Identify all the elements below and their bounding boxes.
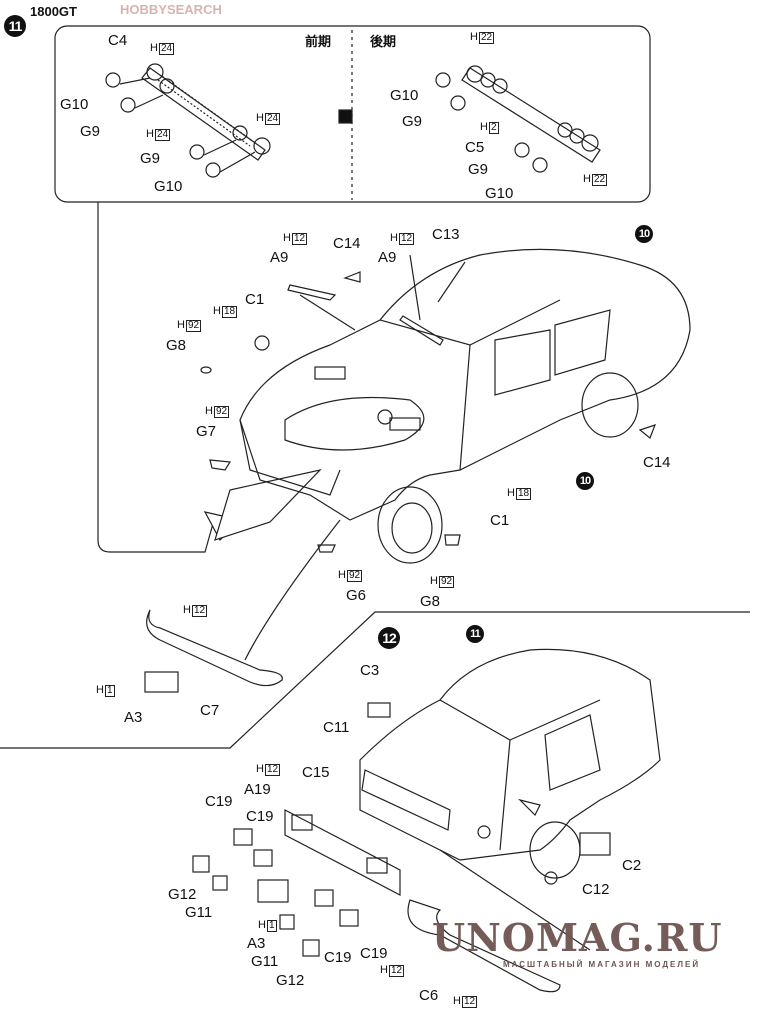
bumper-c6: [407, 899, 561, 993]
part-label: G12: [168, 886, 197, 903]
connector-line: [97, 202, 215, 553]
car-body-step11: [239, 248, 691, 564]
part-label: C2: [622, 857, 642, 874]
step-11-badge: 11: [4, 15, 26, 37]
part-label: A9: [270, 249, 289, 266]
part-label: C19: [324, 949, 352, 966]
part-label: C14: [643, 454, 671, 471]
part-label: A9: [378, 249, 397, 266]
unomag-tagline: МАСШТАБНЫЙ МАГАЗИН МОДЕЛЕЙ: [503, 960, 701, 969]
part-label: G8: [166, 337, 187, 354]
part-label: C6: [419, 987, 439, 1004]
part-label: G9: [140, 150, 161, 167]
part-label: C1: [245, 291, 265, 308]
ref-step-11-badge: 11: [466, 625, 484, 643]
part-label: C15: [302, 764, 330, 781]
car-body-step12: [359, 648, 661, 885]
part-label: G12: [276, 972, 305, 989]
plate-a3: [144, 671, 179, 693]
part-label: C13: [432, 226, 460, 243]
part-label: C3: [360, 662, 380, 679]
part-label: C11: [323, 719, 350, 736]
swap-icon: [338, 109, 353, 124]
part-label: C4: [108, 32, 128, 49]
ref-step-10-badge: 10: [635, 225, 653, 243]
part-label: C5: [465, 139, 485, 156]
part-label: C1: [490, 512, 510, 529]
part-label: G9: [402, 113, 423, 130]
early-model-label: 前期: [305, 34, 332, 49]
panel-a19: [192, 809, 401, 957]
step-divider: [0, 611, 750, 749]
inset-panel: [54, 25, 651, 203]
model-title: 1800GT: [30, 4, 77, 19]
part-label: G10: [485, 185, 514, 202]
small-parts-step11: [200, 254, 657, 661]
part-label: G7: [196, 423, 217, 440]
late-model-label: 後期: [370, 34, 397, 49]
part-label: G10: [154, 178, 183, 195]
part-label: G9: [468, 161, 489, 178]
part-label: A3: [124, 709, 143, 726]
part-label: C19: [360, 945, 388, 962]
hobbysearch-watermark: HOBBYSEARCH: [120, 2, 222, 17]
ref-step-10-badge: 10: [576, 472, 594, 490]
part-label: C7: [200, 702, 220, 719]
part-label: G6: [346, 587, 367, 604]
part-label: C14: [333, 235, 361, 252]
part-label: C19: [246, 808, 274, 825]
part-label: A19: [244, 781, 271, 798]
part-label: C19: [205, 793, 233, 810]
part-label: G8: [420, 593, 441, 610]
bumper-c7: [146, 609, 283, 687]
unomag-watermark: UNOMAG.RU: [432, 915, 723, 960]
step-12-badge: 12: [378, 627, 400, 649]
grille-c4: [105, 63, 271, 178]
part-label: G10: [60, 96, 89, 113]
part-label: G11: [185, 904, 213, 921]
part-label: G9: [80, 123, 101, 140]
part-label: C12: [582, 881, 610, 898]
part-label: G11: [251, 953, 279, 970]
grille-c5: [435, 65, 601, 173]
part-label: A3: [247, 935, 266, 952]
part-label: G10: [390, 87, 419, 104]
